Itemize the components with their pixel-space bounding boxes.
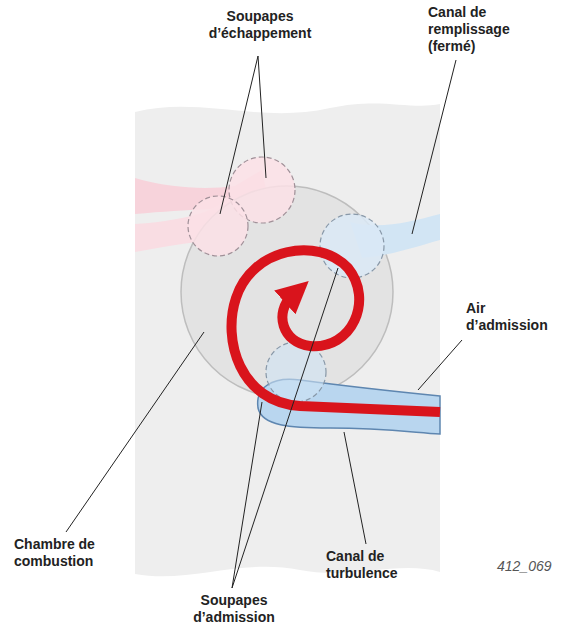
leader-line <box>66 332 204 532</box>
part-label: Soupapes d’échappement <box>205 8 315 42</box>
part-label: Chambre de combustion <box>14 536 114 570</box>
section-ground <box>135 103 440 576</box>
leader-line <box>232 268 338 588</box>
leader-line <box>220 56 258 214</box>
leader-line <box>232 402 262 588</box>
leader-line <box>418 340 462 390</box>
leader-line <box>344 432 366 544</box>
exhaust-valve <box>188 196 248 256</box>
leader-line <box>412 60 456 234</box>
figure-reference: 412_069 <box>497 558 567 575</box>
part-label: Canal de turbulence <box>326 548 416 582</box>
leader-line <box>258 56 266 178</box>
part-label: Air d’admission <box>466 300 546 334</box>
part-label: Canal de remplissage (fermé) <box>428 4 538 55</box>
part-label: Soupapes d’admission <box>176 592 292 626</box>
